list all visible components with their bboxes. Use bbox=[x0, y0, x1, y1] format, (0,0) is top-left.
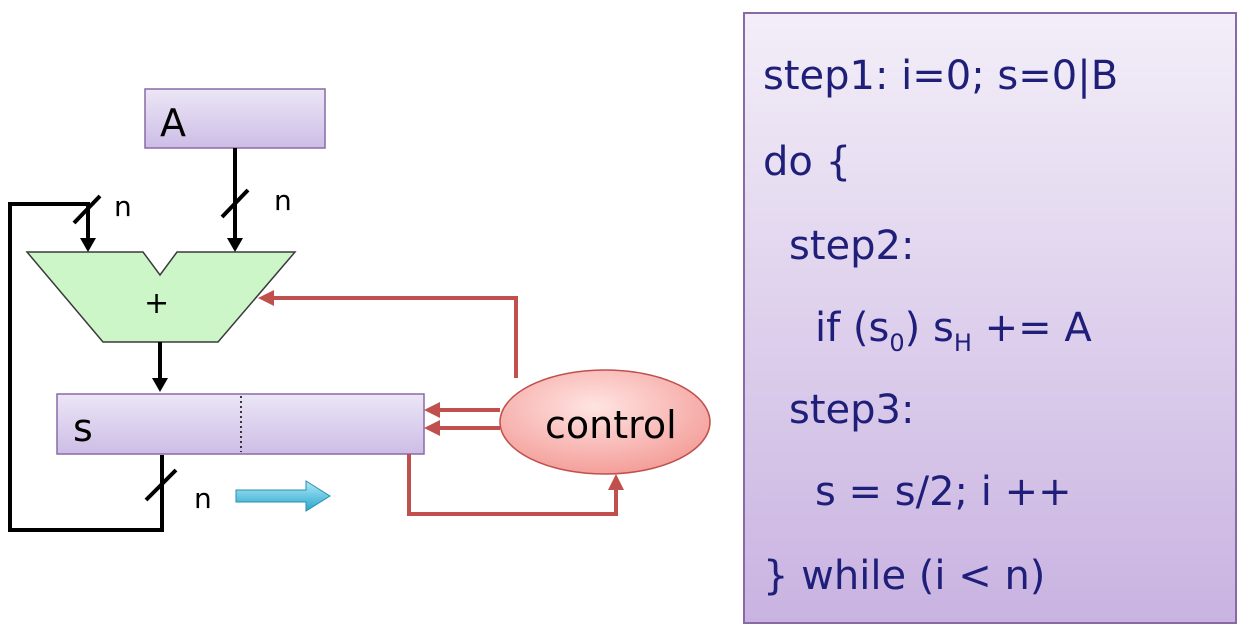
code-line-if: if (s0) sH += A bbox=[815, 304, 1092, 367]
code-line-shift: s = s/2; i ++ bbox=[815, 469, 1072, 515]
code-line-step2: step2: bbox=[789, 223, 915, 269]
bus-width-tick bbox=[144, 468, 178, 502]
control-to-adder bbox=[272, 296, 518, 378]
control-label: control bbox=[545, 403, 677, 447]
code-text: if (s bbox=[815, 305, 890, 351]
code-line-while: } while (i < n) bbox=[763, 553, 1046, 599]
control-unit bbox=[499, 369, 711, 475]
bus-width-tick bbox=[72, 194, 102, 225]
arrowhead bbox=[424, 420, 440, 436]
datapath-diagram: A n n n + s control bbox=[8, 88, 711, 532]
code-line-step1: step1: i=0; s=0|B bbox=[763, 53, 1119, 99]
subscript: 0 bbox=[889, 329, 905, 357]
arrowhead bbox=[80, 238, 96, 252]
register-s-label: s bbox=[73, 406, 93, 450]
register-s bbox=[56, 393, 425, 455]
adder bbox=[25, 251, 297, 343]
subscript: H bbox=[953, 329, 972, 357]
bus-width-label-feedback: n bbox=[114, 190, 132, 223]
adder-label: + bbox=[144, 286, 169, 321]
code-line-do: do { bbox=[763, 139, 852, 185]
code-text: += A bbox=[971, 305, 1092, 351]
code-line-step3: step3: bbox=[789, 387, 915, 433]
bus-width-label-a: n bbox=[274, 184, 292, 217]
arrowhead bbox=[608, 474, 624, 490]
algorithm-code-panel: step1: i=0; s=0|B do { step2: if (s0) sH… bbox=[743, 12, 1237, 624]
register-a bbox=[144, 88, 326, 149]
code-text: ) s bbox=[904, 305, 954, 351]
bus-width-label-s: n bbox=[194, 482, 212, 515]
arrowhead bbox=[424, 402, 440, 418]
bus-width-tick bbox=[220, 188, 250, 219]
arrowhead bbox=[227, 238, 243, 252]
s-to-control bbox=[407, 454, 618, 516]
register-a-label: A bbox=[160, 101, 186, 145]
arrowhead bbox=[152, 378, 168, 392]
shift-right-arrow bbox=[235, 480, 331, 512]
arrowhead bbox=[258, 290, 274, 306]
